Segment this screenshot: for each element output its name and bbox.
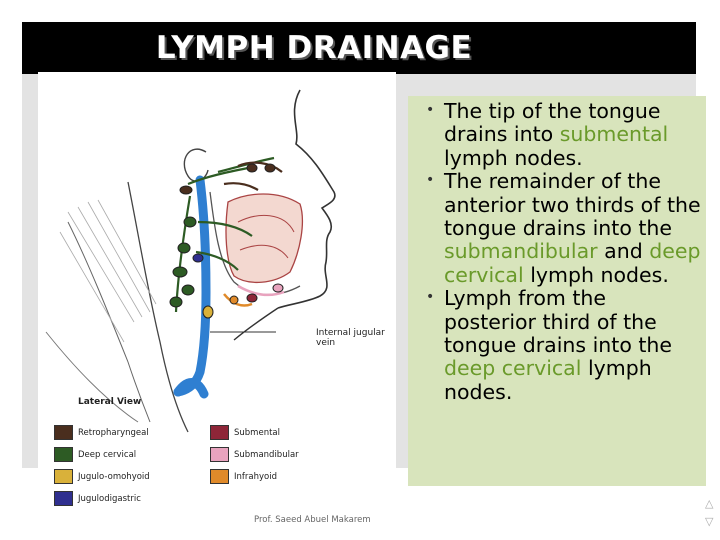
view-label: Lateral View — [78, 397, 141, 407]
legend-item: Submental — [210, 425, 280, 440]
bullet-item: Lymph from the posterior third of the to… — [430, 287, 702, 404]
bullet-item: The tip of the tongue drains into submen… — [430, 100, 702, 170]
legend-swatch — [210, 425, 229, 440]
title-bar: LYMPH DRAINAGE — [22, 22, 696, 74]
legend-label: Retropharyngeal — [78, 428, 149, 438]
bullet-list: The tip of the tongue drains into submen… — [430, 100, 702, 404]
legend-swatch — [210, 447, 229, 462]
legend-label: Jugulodigastric — [78, 494, 141, 504]
highlight-term: submental — [560, 122, 669, 146]
legend-item: Jugulodigastric — [54, 491, 141, 506]
legend-label: Infrahyoid — [234, 472, 277, 482]
legend-swatch — [54, 491, 73, 506]
legend-swatch — [210, 469, 229, 484]
legend-item: Infrahyoid — [210, 469, 277, 484]
slide-title: LYMPH DRAINAGE — [156, 30, 472, 66]
legend-swatch — [54, 447, 73, 462]
legend-swatch — [54, 469, 73, 484]
bullet-item: The remainder of the anterior two thirds… — [430, 170, 702, 287]
highlight-term: deep cervical — [444, 356, 581, 380]
down-arrow-icon[interactable]: ▽ — [705, 515, 713, 528]
legend-item: Submandibular — [210, 447, 299, 462]
legend-item: Retropharyngeal — [54, 425, 149, 440]
anatomy-figure: Lateral View Internal jugular vein Retro… — [38, 72, 396, 526]
up-arrow-icon[interactable]: △ — [705, 497, 713, 510]
legend-label: Submental — [234, 428, 280, 438]
legend-label: Submandibular — [234, 450, 299, 460]
author-credit: Prof. Saeed Abuel Makarem — [254, 515, 371, 525]
legend-label: Jugulo-omohyoid — [78, 472, 150, 482]
legend-item: Jugulo-omohyoid — [54, 469, 150, 484]
highlight-term: submandibular — [444, 239, 598, 263]
legend-swatch — [54, 425, 73, 440]
legend-label: Deep cervical — [78, 450, 136, 460]
legend-item: Deep cervical — [54, 447, 136, 462]
legend: Retropharyngeal Deep cervical Jugulo-omo… — [54, 417, 304, 521]
vein-label: Internal jugular vein — [316, 328, 396, 348]
